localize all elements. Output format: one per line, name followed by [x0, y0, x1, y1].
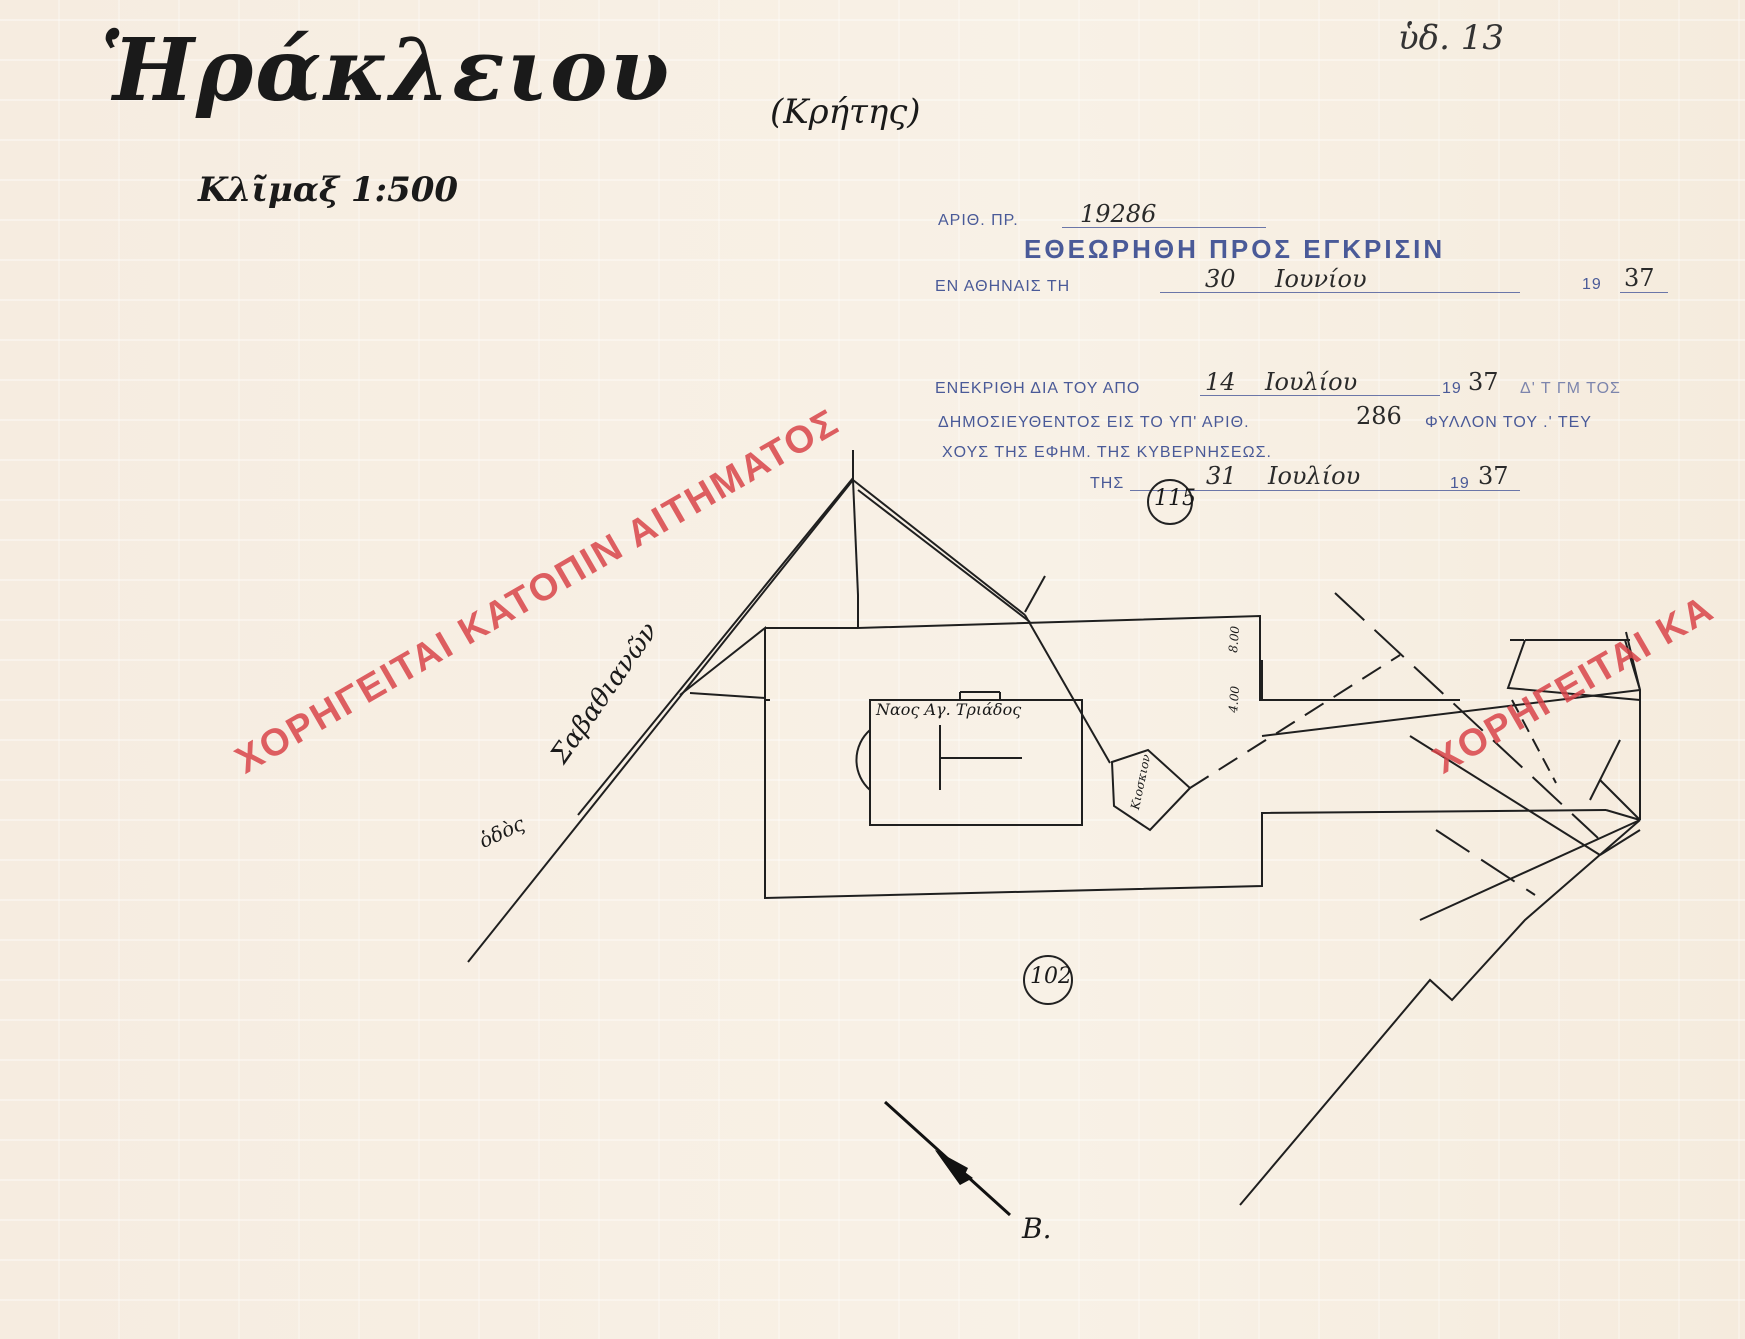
- city-title: Ἡράκλειου: [100, 20, 672, 121]
- approval-line4-underline: [1130, 490, 1520, 491]
- width-mark-2: 4.00: [1226, 685, 1243, 714]
- approval-line4-year-prefix: 19: [1450, 475, 1470, 492]
- street-edge-inner: [577, 477, 854, 816]
- street-edge-outer: [467, 479, 854, 963]
- block-115-label: 115: [1154, 486, 1196, 511]
- review-stamp-title: ΕΘΕΩΡΗΘΗ ΠΡΟΣ ΕΓΚΡΙΣΙΝ: [1024, 234, 1446, 264]
- approval-line1-year-suffix: 37: [1468, 368, 1499, 396]
- approval-line2-prefix: ΔΗΜΟΣΙΕΥΘΕΝΤΟΣ ΕΙΣ ΤΟ ΥΠ' ΑΡΙΘ.: [938, 414, 1250, 431]
- protocol-underline: [1062, 227, 1266, 228]
- place-label: ΕΝ ΑΘΗΝΑΙΣ ΤΗ: [935, 278, 1071, 295]
- approval-line1-day: 14: [1205, 368, 1236, 396]
- approval-line1-underline: [1200, 395, 1440, 396]
- scale-label: Κλῖμαξ 1:500: [198, 170, 459, 210]
- review-year-suffix: 37: [1624, 264, 1655, 292]
- review-date-underline: [1160, 292, 1520, 293]
- approval-line1-year-prefix: 19: [1442, 380, 1462, 397]
- approval-line3: ΧΟΥΣ ΤΗΣ ΕΦΗΜ. ΤΗΣ ΚΥΒΕΡΝΗΣΕΩΣ.: [942, 444, 1272, 461]
- block-102-circle: [1023, 955, 1073, 1005]
- approval-line1-suffix: Δ' Τ ΓΜ ΤΟΣ: [1520, 380, 1621, 397]
- approval-line2-number: 286: [1356, 402, 1402, 430]
- protocol-label: ΑΡΙΘ. ΠΡ.: [938, 212, 1019, 229]
- approval-line4-year-suffix: 37: [1478, 462, 1509, 490]
- protocol-number: 19286: [1080, 200, 1157, 228]
- review-date-month: Ιουνίου: [1275, 265, 1367, 293]
- church-label: Ναος Αγ. Τριάδος: [876, 700, 1022, 719]
- church-outline: [869, 699, 1083, 826]
- approval-line1-month: Ιουλίου: [1265, 368, 1358, 396]
- approval-line1-prefix: ΕΝΕΚΡΙΘΗ ΔΙΑ ΤΟΥ ΑΠΟ: [935, 380, 1141, 397]
- width-mark-1: 8.00: [1226, 625, 1243, 654]
- approval-line2-suffix: ΦΥΛΛΟΝ ΤΟΥ .' ΤΕΥ: [1425, 414, 1592, 431]
- review-year-prefix: 19: [1582, 276, 1602, 293]
- sheet-reference: ὑδ. 13: [1398, 18, 1505, 58]
- region-label: (Κρήτης): [770, 92, 921, 132]
- block-102-label: 102: [1030, 964, 1072, 989]
- review-date-day: 30: [1205, 265, 1236, 293]
- approval-line4-prefix: ΤΗΣ: [1090, 475, 1125, 492]
- kiosk-outline: [1110, 748, 1192, 832]
- block-115-circle: [1147, 479, 1193, 525]
- approval-line4-month: Ιουλίου: [1268, 462, 1361, 490]
- approval-line4-day: 31: [1206, 462, 1237, 490]
- review-year-underline: [1620, 292, 1668, 293]
- north-arrow: [883, 1100, 1012, 1217]
- north-letter: Β.: [1022, 1212, 1052, 1245]
